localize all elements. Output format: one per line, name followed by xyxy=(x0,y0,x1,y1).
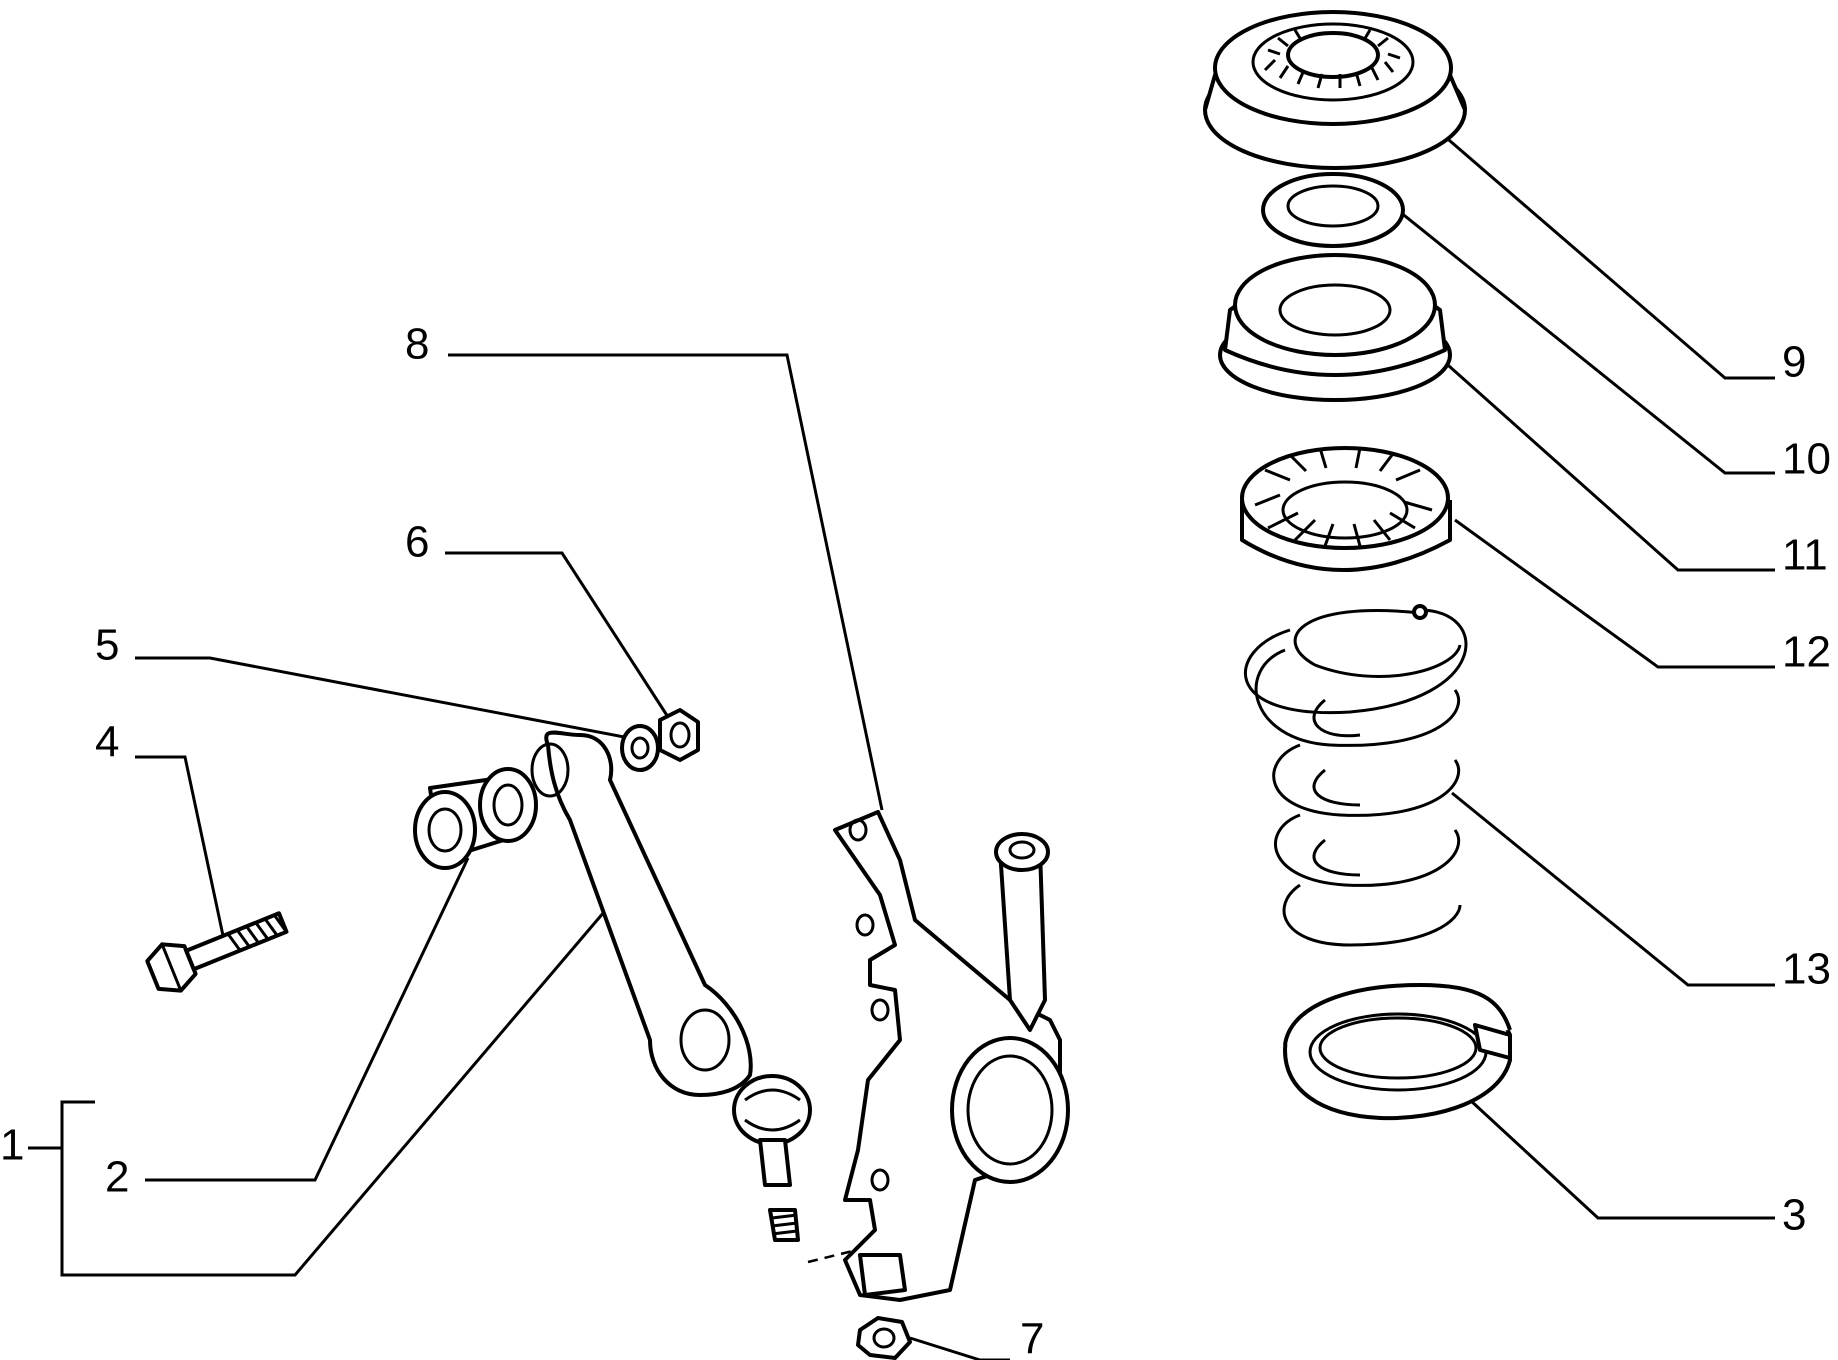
leader-11 xyxy=(1439,356,1775,572)
leader-4 xyxy=(135,755,227,946)
callout-2: 2 xyxy=(105,1153,129,1202)
callout-13: 13 xyxy=(1782,945,1831,994)
bushing-part xyxy=(413,767,538,870)
leader-12 xyxy=(1454,518,1775,669)
callout-8: 8 xyxy=(405,320,429,369)
leader-10 xyxy=(1394,206,1775,475)
leader-3 xyxy=(1468,1098,1775,1220)
spring-seat-upper-part xyxy=(1218,253,1452,402)
callout-12: 12 xyxy=(1782,628,1831,677)
callout-3: 3 xyxy=(1782,1191,1806,1240)
spring-seat-lower-part xyxy=(1283,983,1512,1121)
leader-lines xyxy=(28,126,1775,1360)
washer-part xyxy=(620,724,660,772)
nut-part xyxy=(658,708,700,762)
lower-nut-part xyxy=(856,1316,912,1360)
callout-5: 5 xyxy=(95,621,119,670)
callout-10: 10 xyxy=(1782,435,1831,484)
callout-1: 1 xyxy=(0,1121,24,1170)
leader-9 xyxy=(1434,126,1775,380)
callout-9: 9 xyxy=(1782,338,1806,387)
top-mount-part xyxy=(1203,10,1467,170)
leader-1-lower xyxy=(60,904,612,1277)
callout-4: 4 xyxy=(95,718,119,767)
leader-5 xyxy=(135,656,641,742)
ribbed-ring-part xyxy=(1240,446,1452,572)
leader-2 xyxy=(145,857,470,1182)
leader-13 xyxy=(1451,791,1775,987)
callout-11: 11 xyxy=(1782,531,1828,580)
coil-spring-part xyxy=(1243,604,1468,947)
thin-washer-part xyxy=(1261,172,1405,248)
callout-7: 7 xyxy=(1020,1315,1044,1360)
callout-6: 6 xyxy=(405,518,429,567)
leader-6 xyxy=(445,551,670,718)
bolt-part xyxy=(145,911,289,993)
leader-8 xyxy=(448,353,884,811)
leader-7 xyxy=(909,1336,1010,1360)
leader-1 xyxy=(60,1100,95,1148)
control-arm-part xyxy=(530,730,866,1264)
callout-labels: 1 2 3 4 5 6 7 8 9 10 11 12 13 xyxy=(0,320,1831,1360)
knuckle-part xyxy=(833,810,1070,1302)
